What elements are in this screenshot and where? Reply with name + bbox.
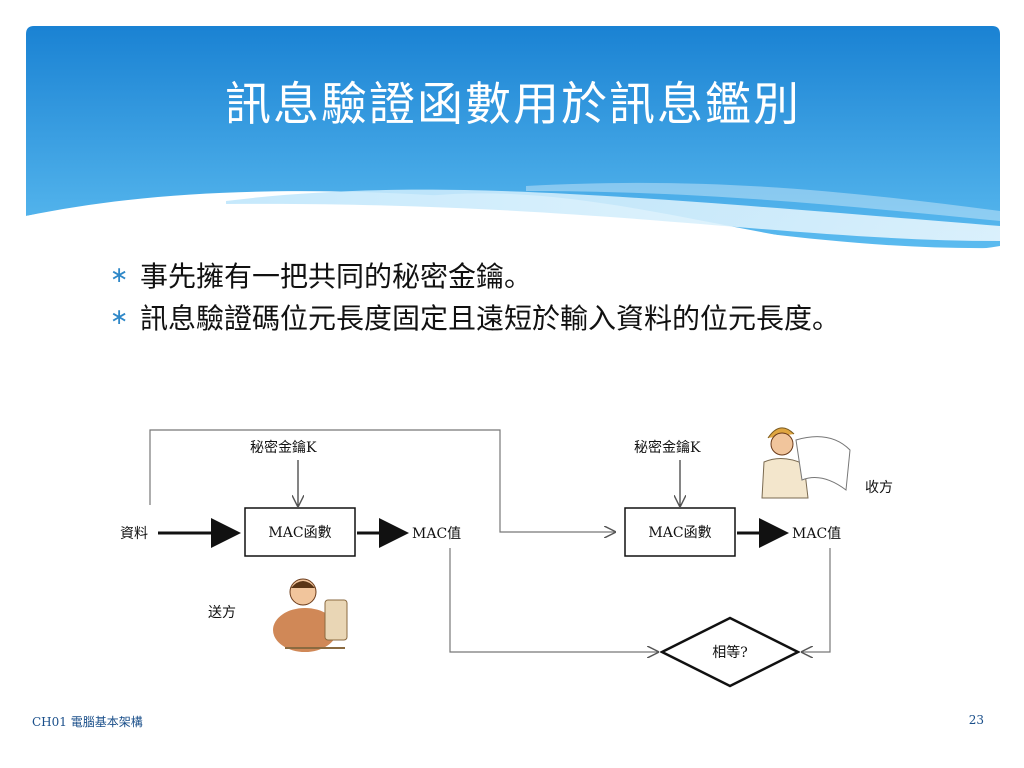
bullet-list: ∗ 事先擁有一把共同的秘密金鑰。 ∗ 訊息驗證碼位元長度固定且遠短於輸入資料的位… (110, 258, 910, 342)
footer-page-number: 23 (968, 713, 984, 727)
bullet-item: ∗ 訊息驗證碼位元長度固定且遠短於輸入資料的位元長度。 (110, 300, 900, 338)
bullet-text: 事先擁有一把共同的秘密金鑰。 (140, 260, 533, 293)
mac-right-to-compare-line (802, 548, 831, 652)
compare-diamond (659, 616, 801, 688)
mac-function-left-label: MAC函數 (268, 525, 331, 541)
mac-function-left-box (244, 507, 356, 557)
bullet-item: ∗ 事先擁有一把共同的秘密金鑰。 (110, 258, 910, 296)
mac-function-right-box (624, 507, 736, 557)
bullet-text: 訊息驗證碼位元長度固定且遠短於輸入資料的位元長度。 (140, 302, 841, 335)
data-label: 資料 (120, 526, 148, 542)
key-left-label: 秘密金鑰K (250, 439, 317, 456)
mac-function-right-label: MAC函數 (648, 525, 711, 541)
key-right-label: 秘密金鑰K (634, 439, 701, 456)
sender-person-icon (273, 578, 348, 652)
slide-title: 訊息驗證函數用於訊息鑑別 (225, 77, 801, 131)
compare-label: 相等? (712, 644, 748, 661)
footer-chapter: CH01 電腦基本架構 (32, 715, 143, 729)
title-banner (26, 26, 1000, 266)
sender-label: 送方 (208, 605, 236, 621)
mac-value-left-label: MAC值 (412, 526, 461, 542)
receiver-person-icon (761, 427, 851, 499)
data-forward-line (149, 429, 615, 532)
receiver-label: 收方 (865, 480, 893, 496)
mac-left-to-compare-line (449, 548, 658, 652)
asterisk-bullet-icon: ∗ (110, 305, 129, 330)
asterisk-bullet-icon: ∗ (110, 263, 129, 288)
mac-diagram: 資料 秘密金鑰K MAC函數 MAC值 秘密金鑰K MAC函數 MAC值 相等?… (120, 427, 893, 688)
mac-value-right-label: MAC值 (792, 526, 841, 542)
